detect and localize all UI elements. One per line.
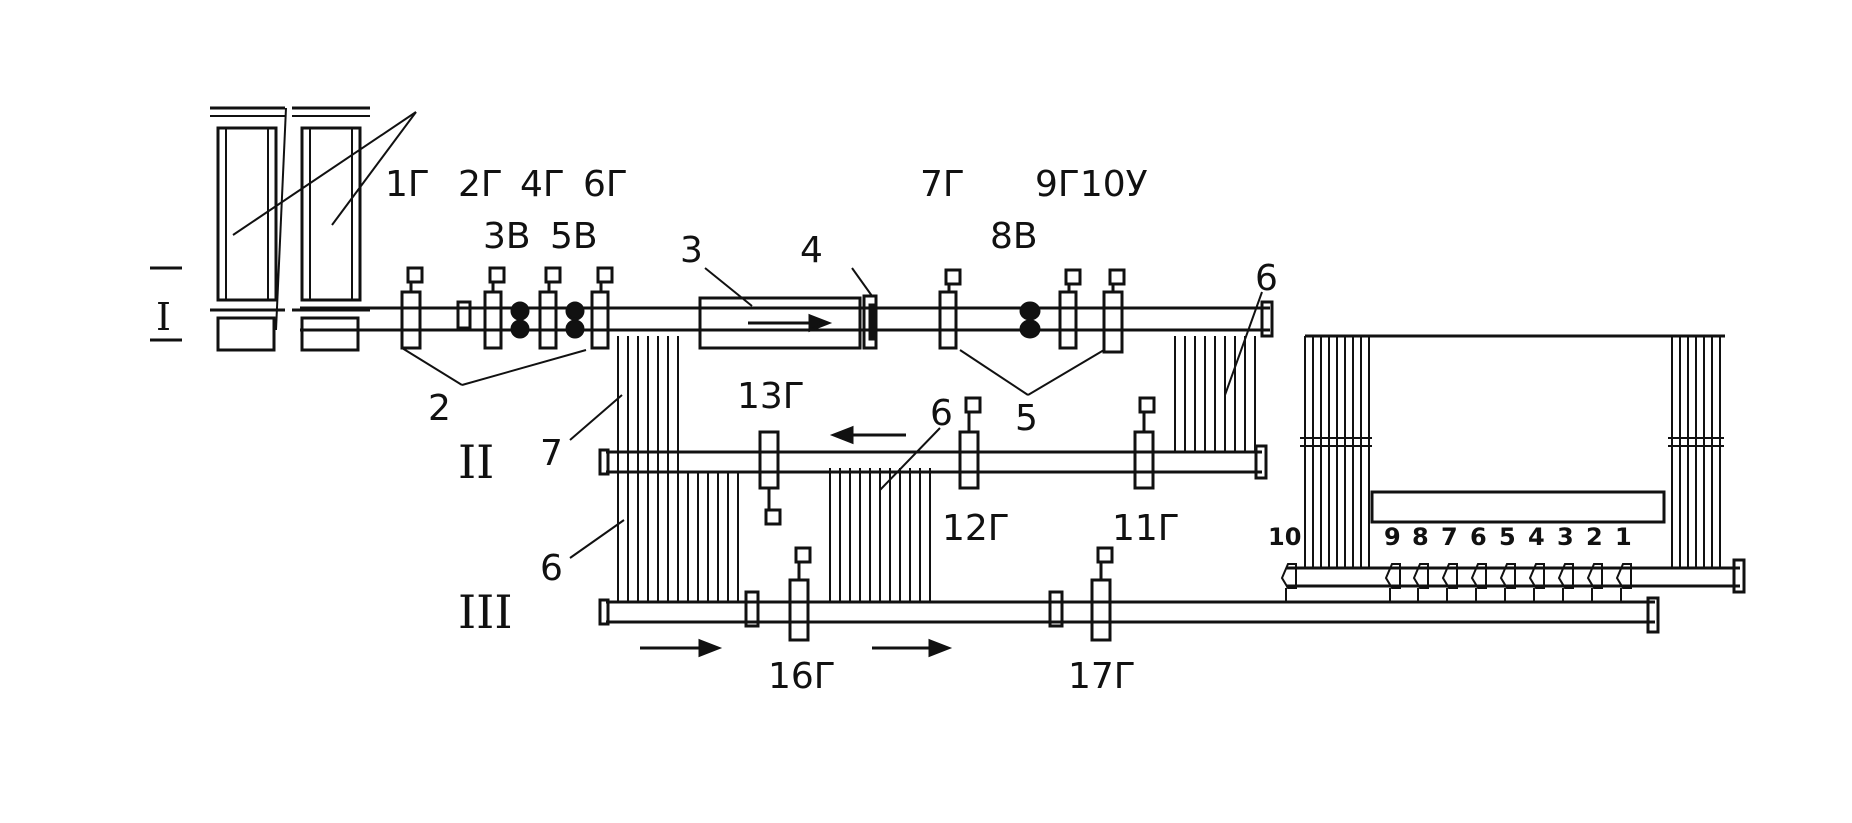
shear-4-label: 4 <box>1528 523 1545 551</box>
label-1g: 1Г <box>385 164 430 205</box>
line-i-stands <box>400 266 1126 354</box>
label-5v: 5В <box>550 216 598 257</box>
label-2g: 2Г <box>458 164 503 205</box>
label-6g: 6Г <box>583 164 628 205</box>
line-markers <box>150 266 182 342</box>
callout-6-right: 6 <box>1255 258 1278 299</box>
shear-10-label: 10 <box>1268 523 1301 551</box>
callout-5: 5 <box>1015 398 1038 439</box>
label-11g: 11Г <box>1112 508 1180 549</box>
label-17g: 17Г <box>1068 656 1136 697</box>
callout-6-middle: 6 <box>930 393 953 434</box>
callout-4: 4 <box>800 230 823 271</box>
cooling-transfer-i-ii <box>1174 336 1256 452</box>
cooling-bed-right <box>1280 334 1746 602</box>
shear-8-label: 8 <box>1412 523 1429 551</box>
line-ii-roller-table <box>598 396 1268 526</box>
shear-5-label: 5 <box>1499 523 1516 551</box>
shear-9-label: 9 <box>1384 523 1401 551</box>
label-16g: 16Г <box>768 656 836 697</box>
label-4g: 4Г <box>520 164 565 205</box>
shear-2-label: 2 <box>1586 523 1603 551</box>
arrow-right-icon <box>928 638 953 658</box>
label-13g: 13Г <box>737 376 805 417</box>
shear-3-label: 3 <box>1557 523 1574 551</box>
leader-lines <box>401 267 1263 559</box>
callout-2: 2 <box>428 388 451 429</box>
flow-arrows <box>640 313 953 658</box>
arrow-right-icon <box>698 638 723 658</box>
label-7g: 7Г <box>920 164 965 205</box>
arrow-right-icon <box>808 313 833 333</box>
labels: I II III 1Г 2Г 4Г 6Г 3В 5В 7Г 9Г10У 8В 1… <box>156 164 1632 697</box>
line-iii-roller-table <box>598 546 1660 642</box>
arrow-left-icon <box>829 425 854 445</box>
callout-6-left: 6 <box>540 548 563 589</box>
label-3v: 3В <box>483 216 531 257</box>
line-i-label: I <box>156 295 171 339</box>
line-iii-label: III <box>458 585 513 639</box>
line-i-roller-table <box>300 300 1274 338</box>
transfer-bed-left <box>617 336 931 602</box>
shear-6-label: 6 <box>1470 523 1487 551</box>
label-8v: 8В <box>990 216 1038 257</box>
shear-7-label: 7 <box>1441 523 1458 551</box>
label-12g: 12Г <box>942 508 1010 549</box>
furnaces <box>210 106 417 352</box>
callout-3: 3 <box>680 230 703 271</box>
line-ii-label: II <box>458 435 494 489</box>
callout-7: 7 <box>540 433 563 474</box>
label-9g10u: 9Г10У <box>1035 164 1148 205</box>
shear-1-label: 1 <box>1615 523 1632 551</box>
